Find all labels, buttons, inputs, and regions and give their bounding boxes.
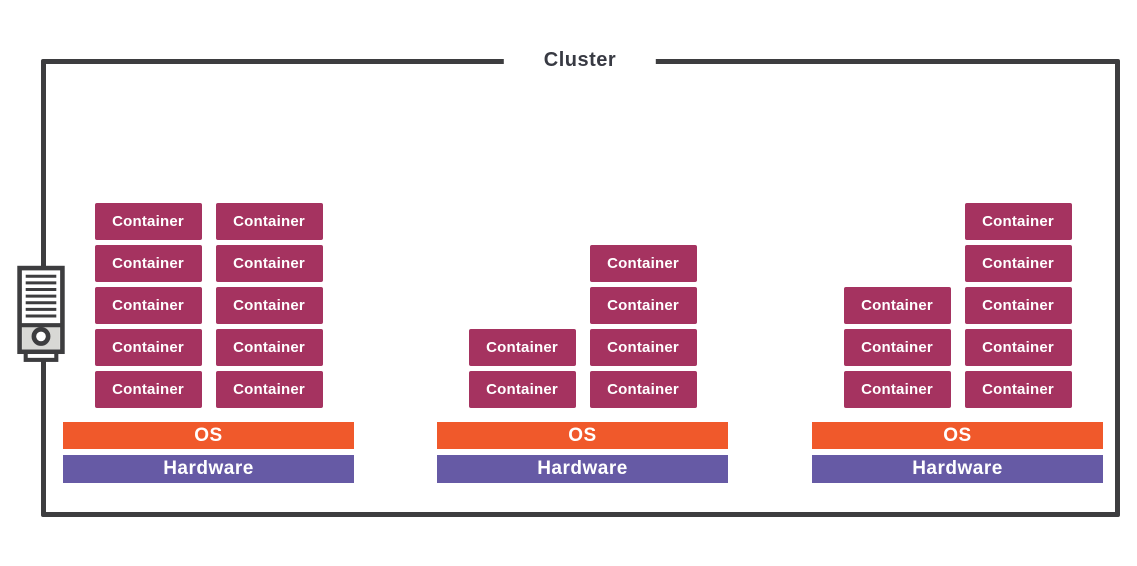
cluster-title: Cluster [503, 49, 657, 72]
node-3-column-1: Container Container Container [843, 287, 951, 408]
server-power-button [31, 326, 51, 346]
os-bar: OS [812, 422, 1103, 449]
container-box: Container [94, 371, 202, 408]
container-box: Container [589, 329, 697, 366]
container-box: Container [468, 329, 576, 366]
hardware-bar: Hardware [63, 455, 354, 483]
container-box: Container [94, 287, 202, 324]
container-box: Container [589, 245, 697, 282]
hardware-bar: Hardware [812, 455, 1103, 483]
node-2: Container Container Container Container … [437, 203, 728, 483]
container-box: Container [843, 287, 951, 324]
container-box: Container [215, 203, 323, 240]
container-box: Container [964, 203, 1072, 240]
hardware-bar: Hardware [437, 455, 728, 483]
container-box: Container [964, 287, 1072, 324]
container-box: Container [215, 245, 323, 282]
node-2-container-stacks: Container Container Container Container … [437, 203, 728, 408]
container-box: Container [468, 371, 576, 408]
node-1: Container Container Container Container … [63, 203, 354, 483]
node-1-column-1: Container Container Container Container … [94, 203, 202, 408]
node-1-container-stacks: Container Container Container Container … [63, 203, 354, 408]
node-3-column-2: Container Container Container Container … [964, 203, 1072, 408]
container-box: Container [589, 287, 697, 324]
node-3: Container Container Container Container … [812, 203, 1103, 483]
container-box: Container [843, 371, 951, 408]
container-box: Container [964, 245, 1072, 282]
container-box: Container [94, 245, 202, 282]
node-1-column-2: Container Container Container Container … [215, 203, 323, 408]
container-box: Container [964, 371, 1072, 408]
container-box: Container [215, 329, 323, 366]
container-box: Container [589, 371, 697, 408]
container-box: Container [843, 329, 951, 366]
server-vents [25, 274, 57, 318]
os-bar: OS [437, 422, 728, 449]
container-box: Container [94, 203, 202, 240]
server-icon [17, 265, 65, 362]
container-box: Container [215, 371, 323, 408]
container-box: Container [964, 329, 1072, 366]
node-3-container-stacks: Container Container Container Container … [812, 203, 1103, 408]
node-2-column-2: Container Container Container Container [589, 245, 697, 408]
container-box: Container [215, 287, 323, 324]
container-box: Container [94, 329, 202, 366]
node-2-column-1: Container Container [468, 329, 576, 408]
os-bar: OS [63, 422, 354, 449]
